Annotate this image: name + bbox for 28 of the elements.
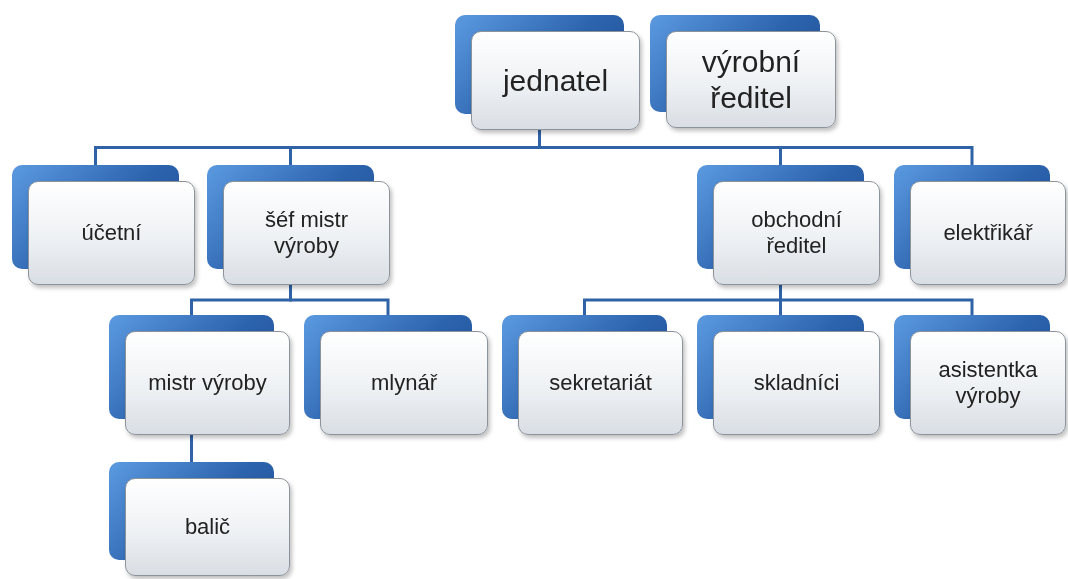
org-chart-box	[109, 315, 290, 435]
position-title: elektřikář	[910, 181, 1066, 285]
position-title: výrobní ředitel	[666, 31, 836, 128]
connector-line	[538, 130, 974, 165]
org-chart-box	[109, 462, 290, 576]
position-title: skladníci	[713, 331, 880, 435]
org-chart-box	[894, 315, 1066, 435]
org-chart-box	[12, 165, 195, 285]
position-title: mistr výroby	[125, 331, 290, 435]
position-title: obchodní ředitel	[713, 181, 880, 285]
position-title: asistentka výroby	[910, 331, 1066, 435]
org-chart-box	[304, 315, 488, 435]
position-title: balič	[125, 478, 290, 576]
org-chart-box	[894, 165, 1066, 285]
connector-line	[779, 285, 974, 315]
org-chart-box	[697, 315, 880, 435]
org-chart-box	[455, 15, 640, 130]
position-title: mlynář	[320, 331, 488, 435]
org-chart-box	[207, 165, 390, 285]
org-chart-box	[502, 315, 683, 435]
org-chart-box	[650, 15, 836, 128]
connector-line	[289, 285, 390, 315]
connector-line	[190, 435, 193, 462]
org-chart-box	[697, 165, 880, 285]
position-title: šéf mistr výroby	[223, 181, 390, 285]
position-title: jednatel	[471, 31, 640, 130]
position-title: sekretariát	[518, 331, 683, 435]
position-title: účetní	[28, 181, 195, 285]
